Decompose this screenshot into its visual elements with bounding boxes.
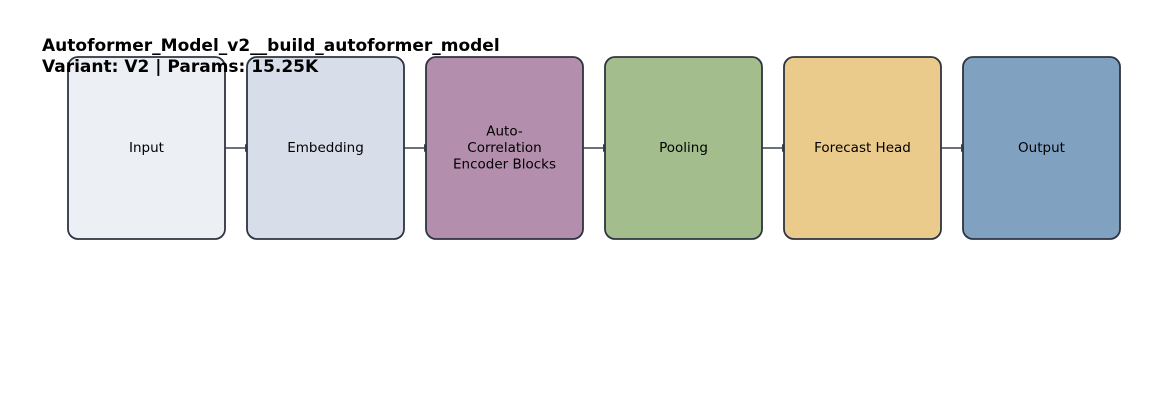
- node-output: Output: [962, 56, 1121, 240]
- node-label-line: Output: [1018, 140, 1065, 156]
- node-box-forecast-head: [783, 56, 942, 240]
- node-label-line: Pooling: [659, 140, 708, 156]
- node-embedding: Embedding: [246, 56, 405, 240]
- node-forecast-head: Forecast Head: [783, 56, 942, 240]
- title-variant: Variant: V2 | Params: 15.25K: [42, 57, 319, 77]
- node-label-line: Encoder Blocks: [453, 157, 556, 173]
- node-box-output: [962, 56, 1121, 240]
- node-label-line: Auto-: [486, 124, 523, 140]
- node-box-embedding: [246, 56, 405, 240]
- node-input: Input: [67, 56, 226, 240]
- node-label-pooling: Pooling: [659, 140, 708, 156]
- node-label-line: Forecast Head: [814, 140, 911, 156]
- title-name: Autoformer_Model_v2__build_autoformer_mo…: [42, 36, 500, 56]
- diagram-title: Autoformer_Model_v2__build_autoformer_mo…: [42, 36, 500, 78]
- node-label-line: Embedding: [287, 140, 364, 156]
- node-label-forecast-head: Forecast Head: [814, 140, 911, 156]
- node-label-line: Correlation: [467, 140, 541, 156]
- node-label-input: Input: [129, 140, 164, 156]
- node-box-input: [67, 56, 226, 240]
- node-box-pooling: [604, 56, 763, 240]
- node-label-embedding: Embedding: [287, 140, 364, 156]
- node-label-output: Output: [1018, 140, 1065, 156]
- node-box-encoder: [425, 56, 584, 240]
- node-label-line: Input: [129, 140, 164, 156]
- node-pooling: Pooling: [604, 56, 763, 240]
